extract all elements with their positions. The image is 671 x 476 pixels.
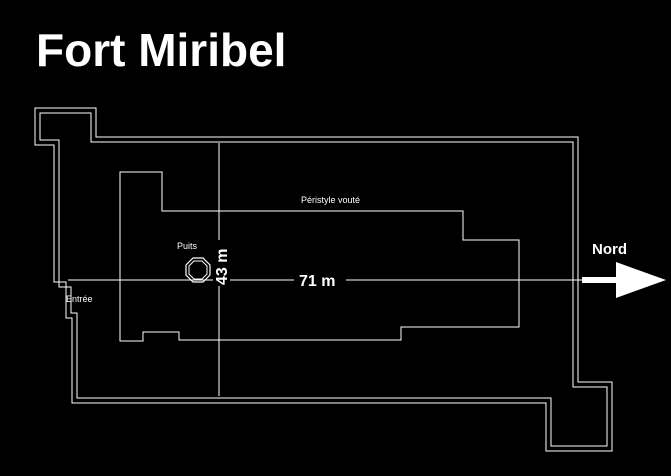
width-dimension-label: 43 m [214, 249, 231, 285]
well-icon [185, 257, 211, 283]
entrance-label: Entrée [66, 294, 93, 304]
width-label-bg [213, 240, 230, 286]
north-label: Nord [592, 241, 627, 258]
inner-building-outline [119, 171, 520, 342]
length-label-bg [294, 271, 346, 290]
outer-wall-inner-line [39, 112, 608, 447]
length-dimension-label: 71 m [299, 273, 335, 290]
well-inner-icon [188, 260, 208, 280]
north-arrow-icon [582, 262, 666, 298]
well-label: Puits [177, 241, 198, 251]
outer-wall-outer-line [34, 107, 613, 452]
peristyle-label: Péristyle vouté [301, 195, 360, 205]
plan-title: Fort Miribel [36, 24, 286, 76]
